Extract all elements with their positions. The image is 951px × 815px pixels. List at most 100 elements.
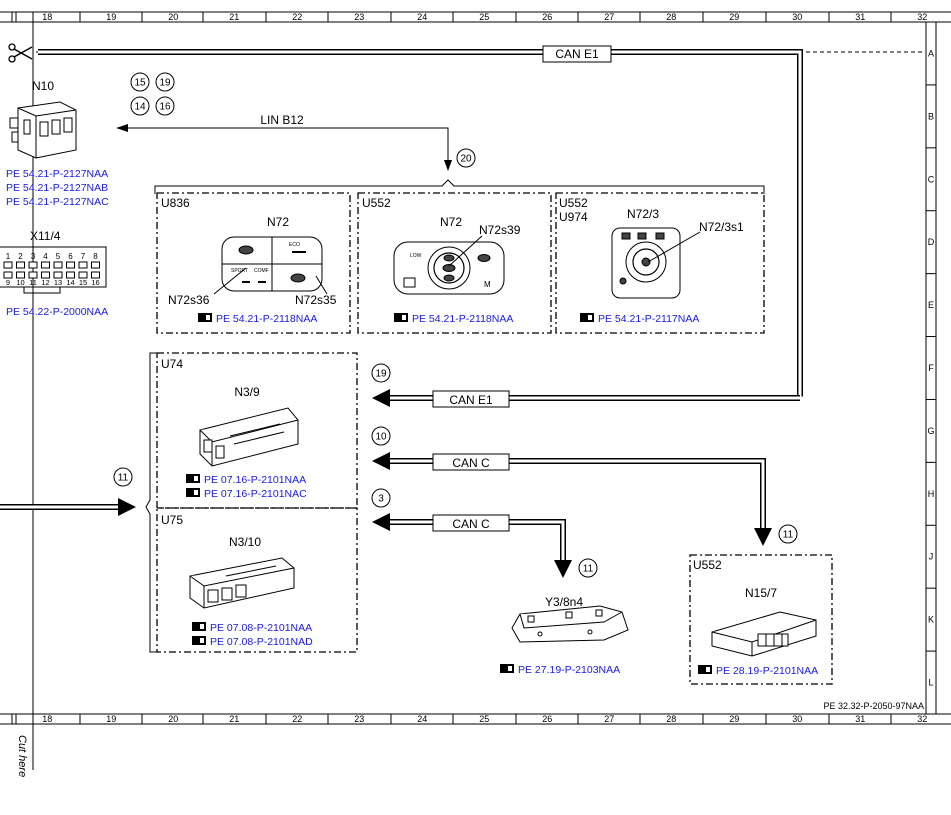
ruler-column-19: 19 [106,12,116,22]
circle-markers: 15 19 14 16 20 19 10 11 3 11 11 [113,72,798,578]
ruler-column-27: 27 [604,12,614,22]
x11-pin-label: 4 [43,252,48,261]
u836-name: N72 [267,215,289,229]
ruler-column-24: 24 [417,714,427,724]
u74-code: U74 [161,357,183,371]
ruler-column-30: 30 [792,12,802,22]
u75-name: N3/10 [229,535,261,549]
x11-pin-label: 14 [66,278,74,287]
u836-box: U836 N72 SPORT COMF ECO N72s36 N72s35 PE… [156,192,351,334]
ruler-column-21: 21 [229,714,239,724]
ruler-column-18: 18 [42,12,52,22]
u836-caption-eco: ECO [289,242,300,248]
x11-pin-label: 9 [6,278,10,287]
u552-n15-7-name: N15/7 [745,586,777,600]
x11-pin-label: 12 [41,278,49,287]
u552-n72-3-box: U552 U974 N72/3 N72/3s1 PE 54.21-P-2117N… [555,192,765,334]
x11-pin-label: 15 [79,278,87,287]
u552-n72-3-controller-icon [611,227,701,299]
u836-switch-1: N72s36 [168,293,210,307]
left-incoming-line [0,498,136,516]
u552-n72-3-code-2: U974 [559,210,588,224]
can-c-1-label: CAN C [452,456,490,470]
ruler-row-C: C [928,174,935,184]
circle-marker-c11c: 11 [778,524,798,544]
u552-n15-7-code: U552 [693,558,722,572]
u75-box: U75 N3/10 PE 07.08-P-2101NAA PE 07.08-P-… [156,507,358,653]
circle-marker-c11a: 11 [113,467,133,487]
can-c-2-label-box [432,514,510,532]
u836-code: U836 [161,196,190,210]
ruler-column-30: 30 [792,714,802,724]
ruler-column-21: 21 [229,12,239,22]
u836-switch-2: N72s35 [295,293,337,307]
ruler-column-22: 22 [292,714,302,724]
x11-pin-label: 1 [6,252,11,261]
circle-number: 15 [134,78,146,89]
u75-ref-1: PE 07.08-P-2101NAA [210,622,312,634]
u552-n72-3-switch: N72/3s1 [699,220,744,234]
n10-ref-2: PE 54.21-P-2127NAB [6,182,108,194]
circle-number: 10 [375,432,387,443]
circle-marker-c19b: 19 [371,363,391,383]
reference-icon [192,636,206,645]
ruler-column-29: 29 [729,12,739,22]
x11-ref: PE 54.22-P-2000NAA [6,306,108,318]
x11-pin-label: 6 [68,252,73,261]
ruler-row-G: G [927,426,934,436]
u552-n72-dial-panel-icon [393,235,505,295]
u552-n72-3-ref: PE 54.21-P-2117NAA [598,313,699,325]
reference-icon [186,474,200,483]
circle-number: 11 [583,564,594,575]
ruler-column-26: 26 [542,12,552,22]
u552-n72-3-code: U552 [559,196,588,210]
circle-marker-c19a: 19 [155,72,175,92]
x11-pin-label: 2 [18,252,23,261]
ruler-row-J: J [929,552,934,562]
u552-n72-caption-low: LOW [410,253,422,259]
y3-name: Y3/8n4 [545,595,583,609]
reference-icon [186,488,200,497]
circle-number: 19 [159,78,171,89]
lin-b12-line [116,124,452,171]
ruler-row-L: L [928,678,933,688]
cut-here-label: Cut here [16,735,28,777]
u75-ref-2: PE 07.08-P-2101NAD [210,636,313,648]
circle-marker-c15: 15 [130,72,150,92]
can-c-2-label: CAN C [452,517,490,531]
n10-ref-3: PE 54.21-P-2127NAC [6,196,109,208]
circle-marker-c14: 14 [130,96,150,116]
u74-ref-2: PE 07.16-P-2101NAC [204,488,307,500]
can-e1-mid-label-box [432,390,510,408]
ruler-row-D: D [928,237,935,247]
ruler-column-31: 31 [855,12,865,22]
u74-box: U74 N3/9 PE 07.16-P-2101NAA PE 07.16-P-2… [156,352,358,509]
can-e1-mid-label: CAN E1 [449,393,493,407]
x11-pin-label: 7 [81,252,86,261]
ruler-row-H: H [928,489,935,499]
ruler-column-23: 23 [354,12,364,22]
x11-name: X11/4 [30,229,61,243]
circle-marker-c20: 20 [456,148,476,168]
ruler-column-18: 18 [42,714,52,724]
ruler-column-28: 28 [666,714,676,724]
circle-number: 3 [378,494,384,505]
u74-name: N3/9 [234,385,260,399]
x11-pin-label: 10 [16,278,24,287]
ruler-column-32: 32 [917,12,927,22]
ruler-column-28: 28 [666,12,676,22]
u836-caption-comf: COMF [254,268,269,274]
circle-number: 11 [783,530,794,541]
circle-number: 16 [159,102,171,113]
u75-ecu-icon [189,557,295,609]
reference-icon [698,665,712,674]
reference-icon [198,313,212,322]
scissors-icon [8,43,33,63]
can-c-1-label-box [432,453,510,471]
u552-n15-7-module-icon [711,611,817,657]
u552-n72-box: U552 N72 N72s39 LOW M PE 54.21-P-2118NAA [357,192,552,334]
ruler-row-F: F [928,363,934,373]
